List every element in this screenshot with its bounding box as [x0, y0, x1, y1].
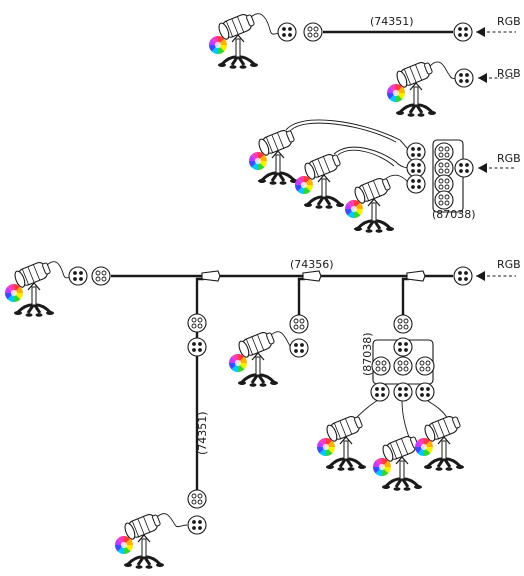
four-pin-male-connector-icon — [453, 266, 473, 286]
rgb-input-label-direct: RGB — [497, 67, 521, 80]
device-layer — [5, 10, 474, 571]
four-pin-female-connector-icon — [434, 142, 454, 162]
cable-label-single: (74351) — [370, 15, 414, 28]
cable-tee-junction-icon — [406, 270, 426, 282]
input-arrow-icon — [476, 27, 485, 37]
four-pin-male-connector-icon — [277, 22, 297, 42]
four-pin-female-connector-icon — [434, 158, 454, 178]
cable-label-drop: (74351) — [196, 411, 209, 455]
rgb-color-wheel-icon — [209, 36, 227, 54]
splitter-label-top: (87038) — [432, 208, 476, 221]
four-pin-female-connector-icon — [434, 190, 454, 210]
lamp-lead — [155, 513, 188, 528]
four-pin-male-connector-icon — [406, 142, 426, 162]
rgb-color-wheel-icon — [249, 152, 267, 170]
four-pin-male-connector-icon — [415, 382, 435, 402]
splitter-label-bus: (87038) — [361, 332, 374, 376]
four-pin-female-connector-icon — [289, 314, 309, 334]
rgb-color-wheel-icon — [115, 536, 133, 554]
drop-cable — [401, 277, 409, 315]
rgb-color-wheel-icon — [373, 458, 391, 476]
rgb-color-wheel-icon — [5, 284, 23, 302]
input-arrow-icon — [478, 73, 487, 83]
four-pin-male-connector-icon — [406, 174, 426, 194]
four-pin-female-connector-icon — [393, 356, 413, 376]
lamp-lead — [401, 400, 411, 441]
four-pin-male-connector-icon — [187, 337, 207, 357]
four-pin-male-connector-icon — [454, 68, 474, 88]
four-pin-female-connector-icon — [434, 174, 454, 194]
four-pin-male-connector-icon — [68, 266, 88, 286]
lamp-lead — [337, 149, 395, 167]
four-pin-female-connector-icon — [91, 266, 111, 286]
rgb-color-wheel-icon — [345, 200, 363, 218]
rgb-color-wheel-icon — [415, 438, 433, 456]
drop-cable — [195, 277, 204, 490]
four-pin-female-connector-icon — [187, 489, 207, 509]
rgb-color-wheel-icon — [295, 176, 313, 194]
four-pin-male-connector-icon — [187, 515, 207, 535]
four-pin-female-connector-icon — [415, 356, 435, 376]
lamp-lead — [289, 122, 397, 143]
drop-cable — [297, 277, 305, 315]
input-arrow-icon — [476, 271, 485, 281]
lamp-lead — [333, 146, 417, 169]
four-pin-female-connector-icon — [187, 313, 207, 333]
four-pin-male-connector-icon — [393, 382, 413, 402]
four-pin-female-connector-icon — [371, 356, 391, 376]
rgb-color-wheel-icon — [229, 354, 247, 372]
four-pin-male-connector-icon — [454, 158, 474, 178]
rgb-input-label-splitter: RGB — [497, 152, 521, 165]
rgb-color-wheel-icon — [317, 438, 335, 456]
four-pin-male-connector-icon — [393, 337, 413, 357]
rgb-color-wheel-icon — [386, 84, 405, 102]
four-pin-male-connector-icon — [406, 158, 426, 178]
lamp-lead — [427, 400, 449, 421]
rgb-input-label-single: RGB — [497, 15, 521, 28]
cable-tee-junction-icon — [302, 270, 322, 282]
four-pin-male-connector-icon — [453, 22, 473, 42]
input-arrow-icon — [478, 163, 487, 173]
four-pin-female-connector-icon — [393, 314, 413, 334]
four-pin-female-connector-icon — [303, 22, 323, 42]
cable-label-main-bus: (74356) — [290, 258, 334, 271]
rgb-input-label-bus: RGB — [497, 258, 521, 271]
four-pin-male-connector-icon — [289, 338, 309, 358]
cable-tee-junction-icon — [201, 270, 221, 282]
four-pin-male-connector-icon — [370, 382, 390, 402]
